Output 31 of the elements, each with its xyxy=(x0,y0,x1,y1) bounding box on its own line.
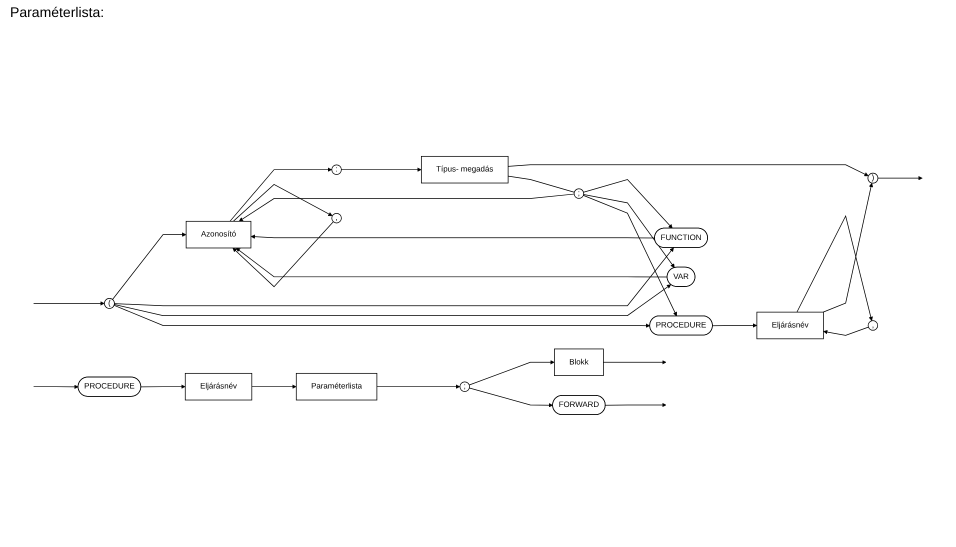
arrow xyxy=(603,360,666,364)
arrow xyxy=(796,214,873,321)
arrow xyxy=(468,360,555,386)
arrow xyxy=(251,384,296,389)
arrow xyxy=(469,388,554,408)
diagram-label: Paraméterlista: xyxy=(10,4,106,20)
arrow xyxy=(114,247,674,306)
arrow xyxy=(582,195,677,316)
arrow xyxy=(140,384,186,389)
arrow xyxy=(878,176,923,180)
arrow xyxy=(33,301,105,306)
arrow xyxy=(822,182,874,312)
arrow xyxy=(376,384,460,389)
arrow xyxy=(33,384,78,390)
arrow xyxy=(232,184,333,222)
arrow xyxy=(114,284,672,316)
arrow xyxy=(823,326,869,336)
arrow xyxy=(508,164,869,176)
arrow xyxy=(230,168,332,222)
connector xyxy=(508,176,575,193)
arrow xyxy=(712,323,758,328)
arrow xyxy=(583,194,675,268)
arrow xyxy=(605,402,666,408)
arrow xyxy=(232,221,334,288)
arrow xyxy=(114,304,650,328)
arrow xyxy=(250,234,656,239)
arrow xyxy=(583,179,673,229)
arrow xyxy=(341,168,422,172)
arrow xyxy=(236,248,668,278)
arrow xyxy=(238,194,574,222)
arrow xyxy=(112,232,186,300)
